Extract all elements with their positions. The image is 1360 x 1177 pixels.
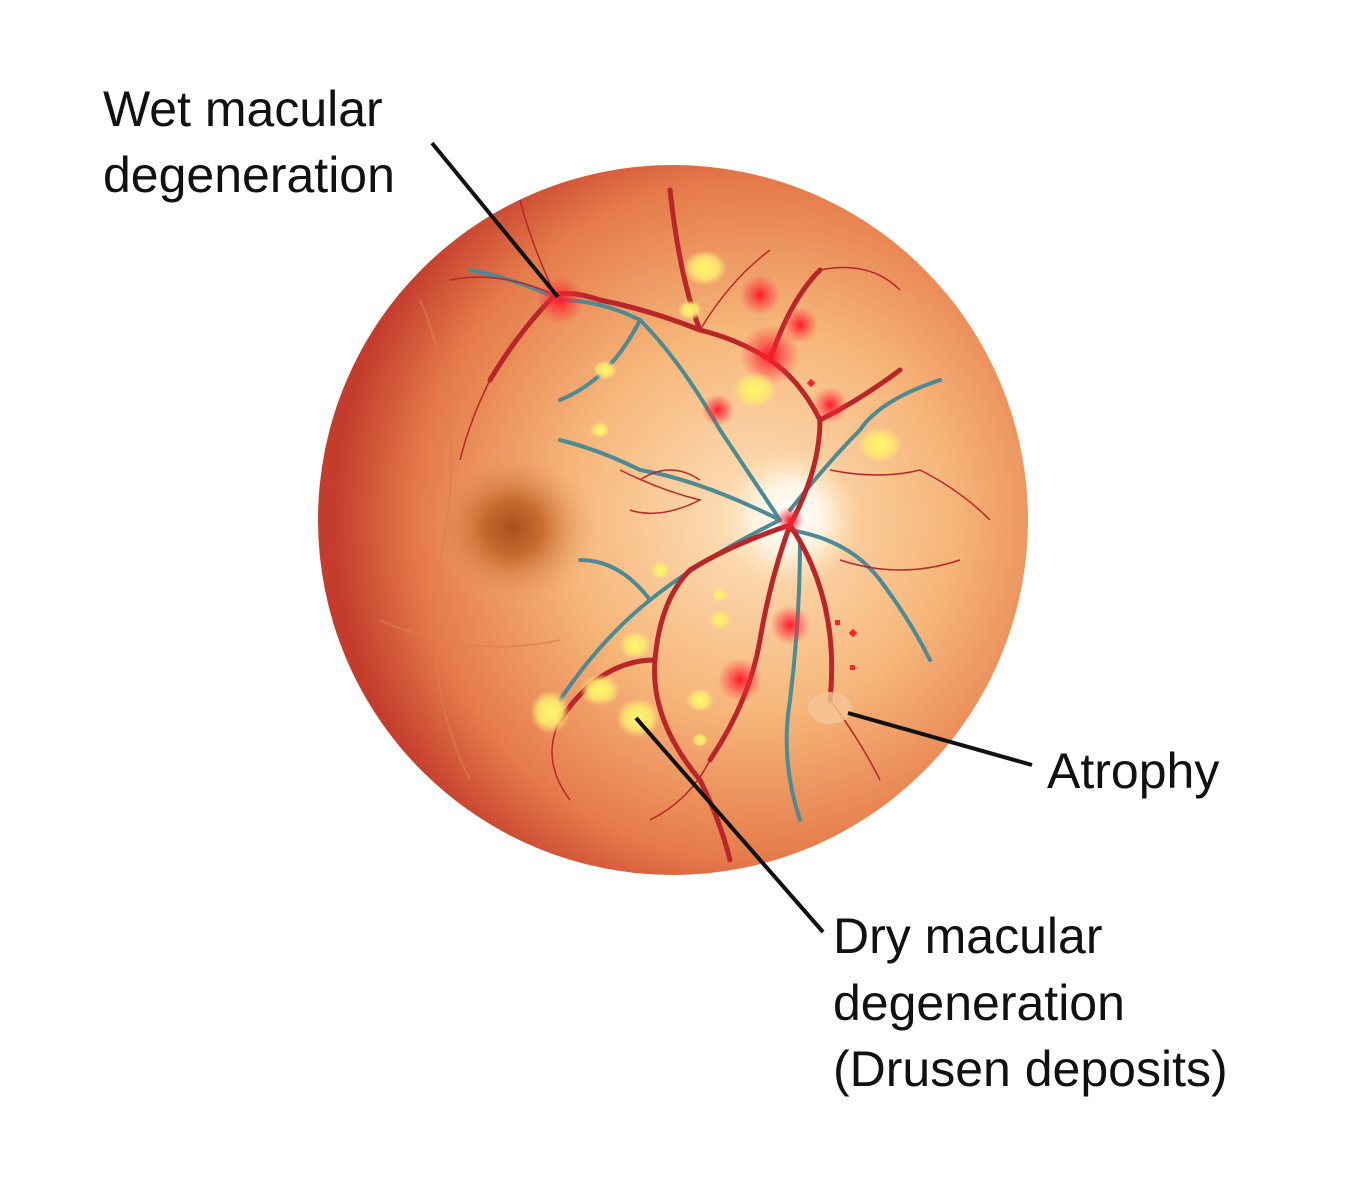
drusen-deposits bbox=[530, 250, 902, 747]
dry-label-line1: Dry macular bbox=[833, 908, 1102, 964]
atrophy-patch bbox=[808, 692, 852, 724]
wet-label: Wet macular degeneration bbox=[103, 81, 397, 203]
macula bbox=[427, 448, 597, 608]
dry-label-line3: (Drusen deposits) bbox=[833, 1041, 1228, 1097]
retina-circle bbox=[318, 165, 1028, 875]
dry-label: Dry macular degeneration (Drusen deposit… bbox=[833, 908, 1228, 1097]
dry-label-line2: degeneration bbox=[833, 975, 1125, 1031]
fundus bbox=[318, 165, 1028, 875]
dry-leader-line bbox=[634, 716, 825, 934]
atrophy-leader-line bbox=[847, 711, 1033, 767]
wet-label-line1: Wet macular bbox=[103, 81, 383, 137]
hemorrhages bbox=[536, 275, 858, 702]
wet-leader-line bbox=[430, 141, 560, 299]
wet-label-line2: degeneration bbox=[103, 147, 395, 203]
leader-lines bbox=[430, 141, 1033, 934]
atrophy-label: Atrophy bbox=[1047, 743, 1219, 799]
